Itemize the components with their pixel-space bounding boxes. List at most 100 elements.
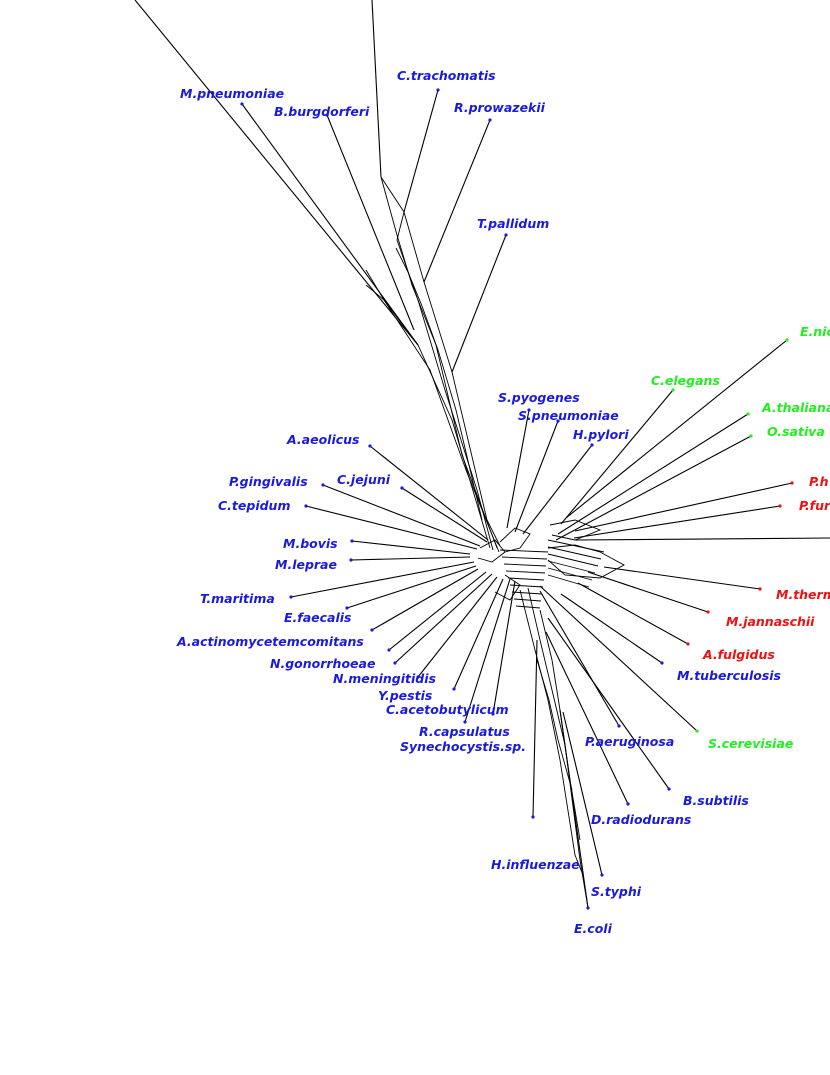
taxon-tip-marker <box>600 873 604 877</box>
taxon-branch <box>241 103 419 346</box>
taxon-branch <box>532 639 538 818</box>
taxon-branch <box>545 631 629 805</box>
taxon-tip-marker <box>758 587 762 591</box>
taxon-branch <box>522 444 593 535</box>
network-trunk <box>536 659 573 791</box>
network-box <box>477 539 506 563</box>
taxon-tip-marker <box>350 539 354 543</box>
network-split <box>509 584 544 588</box>
taxon-label: N.meningitidis <box>333 671 436 686</box>
taxon-label: M.tuberculosis <box>677 668 781 683</box>
taxon-label: M.bovis <box>283 536 338 551</box>
network-trunk <box>395 247 483 521</box>
taxon-tip-marker <box>325 113 329 117</box>
network-split <box>515 605 541 609</box>
taxon-branch <box>539 590 620 727</box>
taxon-branch <box>560 593 663 664</box>
taxon-label: O.sativa <box>767 424 825 439</box>
taxon-branch <box>350 556 471 561</box>
taxon-branch <box>562 711 603 876</box>
taxon-label: R.prowazekii <box>454 100 546 115</box>
taxon-branch <box>305 505 478 550</box>
taxon-tip-marker <box>556 419 560 423</box>
taxon-tip-marker <box>660 661 664 665</box>
taxon-branch <box>547 617 670 790</box>
taxon-branch <box>417 576 498 678</box>
taxon-branch <box>506 409 530 529</box>
taxon-branch <box>403 89 439 213</box>
network-edge <box>371 0 382 178</box>
taxon-branch <box>401 487 488 543</box>
taxon-label: H.pylori <box>573 427 629 442</box>
network-trunk <box>519 589 584 876</box>
taxon-tip-marker <box>436 88 440 92</box>
taxon-branch <box>290 561 475 598</box>
taxon-label: C.acetobutylicum <box>386 702 509 717</box>
taxon-markers <box>240 88 794 910</box>
taxon-tip-marker <box>289 595 293 599</box>
taxon-label: M.jannaschii <box>726 614 815 629</box>
taxon-branch <box>326 114 415 331</box>
taxon-tip-marker <box>370 628 374 632</box>
taxon-branch <box>369 445 489 541</box>
taxon-tip-marker <box>368 444 372 448</box>
taxon-label: Y.pestis <box>378 688 432 703</box>
network-split <box>503 563 547 567</box>
taxon-tip-marker <box>590 443 594 447</box>
taxon-tip-marker <box>617 724 621 728</box>
network-split <box>547 553 599 567</box>
taxon-label: S.pneumoniae <box>518 408 619 423</box>
taxon-label: P.fur <box>799 498 830 513</box>
taxon-tip-marker <box>778 504 782 508</box>
taxon-tip-marker <box>349 558 353 562</box>
taxon-branch <box>577 582 689 645</box>
taxon-tip-marker <box>387 648 391 652</box>
network-trunk <box>365 269 491 549</box>
taxon-tip-marker <box>531 815 535 819</box>
taxon-labels: M.pneumoniaeB.burgdorferiC.trachomatisR.… <box>176 68 830 936</box>
taxon-tip-marker <box>686 642 690 646</box>
taxon-label: M.leprae <box>275 557 337 572</box>
network-box <box>547 544 625 579</box>
taxon-label: A.actinomycetemcomitans <box>176 634 364 649</box>
taxon-label: A.fulgidus <box>702 647 775 662</box>
taxon-tip-marker <box>393 661 397 665</box>
taxon-branch <box>371 568 479 631</box>
taxon-branch <box>351 540 471 555</box>
taxon-label: E.coli <box>574 921 613 936</box>
network-split <box>547 546 602 560</box>
taxon-label: B.subtilis <box>683 793 749 808</box>
taxon-label: S.pyogenes <box>498 390 580 405</box>
network-split <box>513 598 542 602</box>
taxon-branch <box>514 420 559 533</box>
taxon-tip-marker <box>671 388 675 392</box>
taxon-branch <box>492 580 516 715</box>
taxon-branch <box>453 578 504 690</box>
taxon-tip-marker <box>321 483 325 487</box>
network-edge <box>134 0 419 346</box>
network-split <box>547 567 593 581</box>
network-trunk <box>396 211 494 551</box>
network-trunk <box>380 176 501 547</box>
taxon-tip-marker <box>463 720 467 724</box>
taxon-branch <box>565 339 788 519</box>
taxon-branch <box>322 484 481 547</box>
taxon-label: T.maritima <box>200 591 275 606</box>
network-trunk <box>527 587 589 909</box>
taxon-branch <box>539 585 698 732</box>
taxon-label: E.nic <box>800 324 830 339</box>
taxon-branch <box>560 389 674 525</box>
taxon-label: P.gingivalis <box>229 474 308 489</box>
taxon-branch <box>346 565 477 609</box>
network-split <box>499 549 549 553</box>
taxon-tip-marker <box>400 486 404 490</box>
taxon-label: B.burgdorferi <box>274 104 370 119</box>
taxon-label: Synechocystis.sp. <box>400 739 526 754</box>
taxon-label: C.jejuni <box>337 472 391 487</box>
taxon-tip-marker <box>304 504 308 508</box>
taxon-tip-marker <box>416 675 420 679</box>
taxon-branch <box>555 435 752 541</box>
taxon-tip-marker <box>504 233 508 237</box>
taxon-label: N.gonorrhoeae <box>270 656 375 671</box>
taxon-label: T.pallidum <box>477 216 549 231</box>
